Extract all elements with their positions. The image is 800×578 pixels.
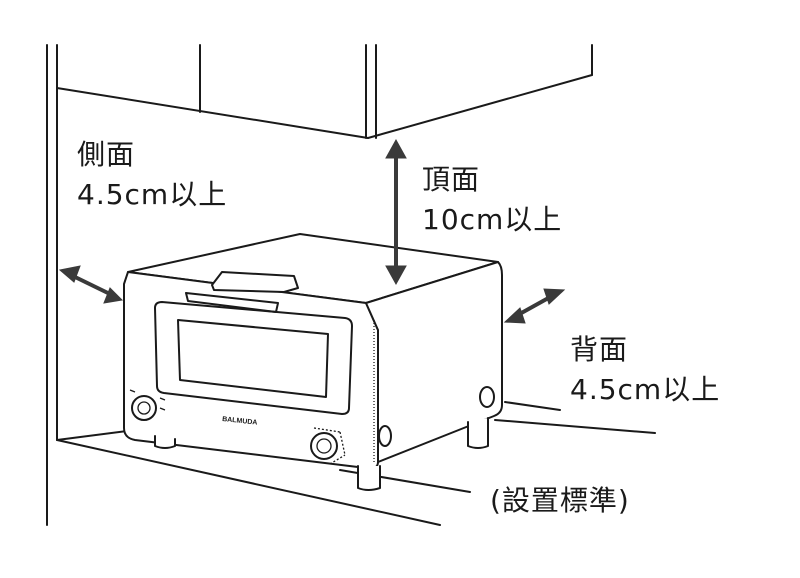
side-clearance-title: 側面 xyxy=(77,138,136,171)
temperature-dial xyxy=(310,432,338,460)
double-arrow-icon xyxy=(503,288,566,324)
double-arrow-icon xyxy=(385,138,407,286)
toaster: BALMUDA xyxy=(123,233,503,491)
upper-cabinet xyxy=(56,44,593,139)
brand-logo: BALMUDA xyxy=(222,416,258,427)
left-knob xyxy=(131,395,157,421)
left-wall xyxy=(46,44,58,526)
side-clearance-value: 4.5cm以上 xyxy=(77,178,228,211)
top-clearance-value: 10cm以上 xyxy=(422,203,563,236)
dial-markings xyxy=(129,389,166,411)
double-arrow-icon xyxy=(58,265,124,304)
top-clearance-title: 頂面 xyxy=(422,163,481,196)
installation-caption: (設置標準) xyxy=(490,484,630,517)
back-clearance-title: 背面 xyxy=(570,333,629,366)
back-clearance-value: 4.5cm以上 xyxy=(570,373,721,406)
